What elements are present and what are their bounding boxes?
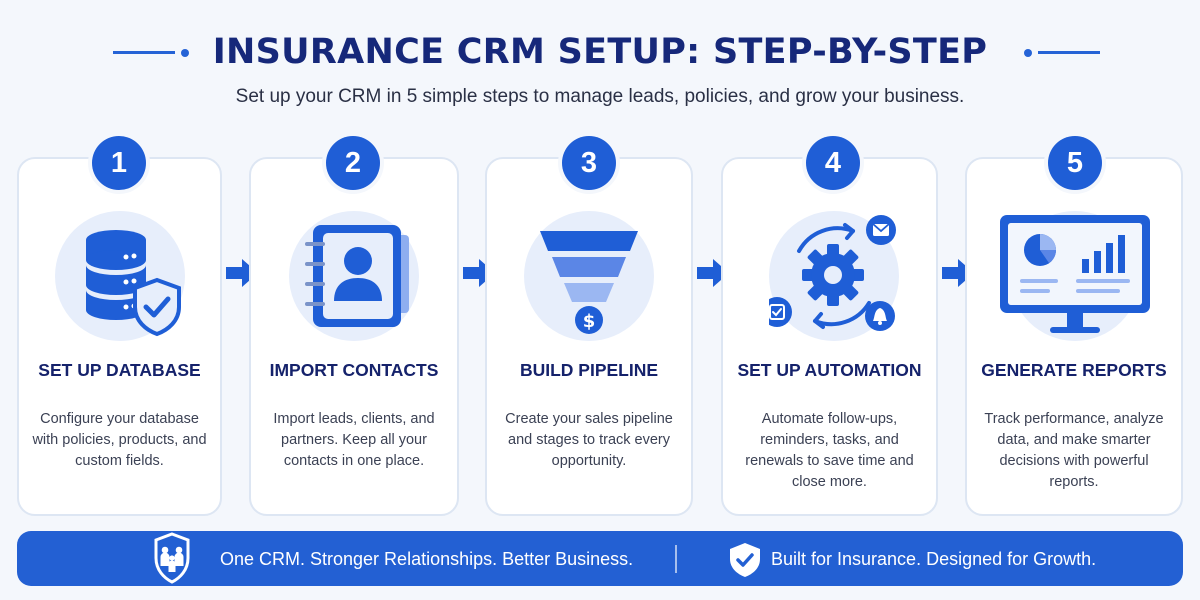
step-number-badge: 5 [1048,136,1102,190]
step-title: SET UP AUTOMATION [737,360,922,380]
step-number-badge: 4 [806,136,860,190]
page-title: INSURANCE CRM SETUP: STEP-BY-STEP [212,32,988,72]
footer-banner: One CRM. Stronger Relationships. Better … [17,531,1183,586]
sales-funnel-icon: $ [524,211,654,341]
header: INSURANCE CRM SETUP: STEP-BY-STEP [0,26,1200,78]
footer-tagline-right: Built for Insurance. Designed for Growth… [771,549,1097,569]
automation-gear-icon [769,211,899,341]
svg-text:$: $ [583,311,596,332]
step-number-badge: 3 [562,136,616,190]
family-shield-icon [154,532,190,584]
step-description: Track performance, analyze data, and mak… [984,411,1164,490]
footer-divider [675,545,677,573]
contact-book-icon [289,211,419,341]
step-number-badge: 1 [92,136,146,190]
reports-monitor-icon [1000,211,1150,341]
step-title: IMPORT CONTACTS [269,360,439,380]
check-shield-icon [730,543,760,577]
step-description: Create your sales pipeline and stages to… [505,411,673,469]
step-description: Import leads, clients, and partners. Kee… [273,411,435,469]
database-shield-icon [55,211,185,341]
footer-tagline-left: One CRM. Stronger Relationships. Better … [220,549,634,569]
page-subtitle: Set up your CRM in 5 simple steps to man… [235,86,965,107]
title-decoration-right [1024,48,1100,57]
step-description: Configure your database with policies, p… [32,411,207,469]
step-title: GENERATE REPORTS [981,360,1167,380]
step-description: Automate follow-ups, reminders, tasks, a… [745,411,914,490]
step-title: SET UP DATABASE [38,360,201,380]
step-title: BUILD PIPELINE [519,360,659,380]
step-number-badge: 2 [326,136,380,190]
title-decoration-left [113,48,189,57]
